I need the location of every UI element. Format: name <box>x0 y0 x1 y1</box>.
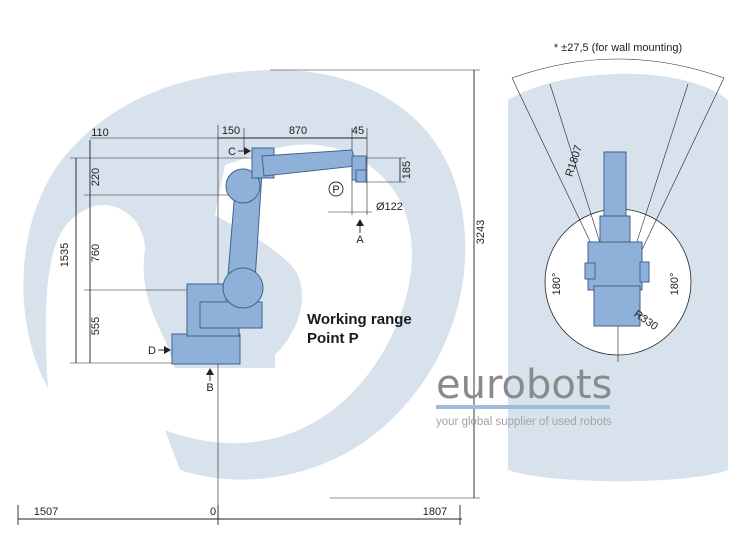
dim-122: Ø122 <box>376 201 403 213</box>
point-p-marker <box>328 181 344 197</box>
point-p-label: P <box>332 184 339 196</box>
dim-1507: 1507 <box>34 506 58 518</box>
angle-180-right-label: 180° <box>669 273 681 296</box>
working-range-title: Working range <box>307 311 412 328</box>
wall-mounting-note: * ±27,5 (for wall mounting) <box>554 42 682 54</box>
marker-d-label: D <box>148 345 156 357</box>
watermark-tagline: your global supplier of used robots <box>436 416 612 428</box>
robot-top-view <box>584 151 650 327</box>
marker-a-label: A <box>356 234 364 246</box>
dim-150: 150 <box>222 125 240 137</box>
dim-555: 555 <box>90 317 102 335</box>
working-range-subtitle: Point P <box>307 330 359 347</box>
dim-45: 45 <box>352 125 364 137</box>
reference-arrows <box>158 147 364 381</box>
side-view-dimension-lines <box>17 69 480 525</box>
dim-1807: 1807 <box>423 506 447 518</box>
angle-180-left-label: 180° <box>551 273 563 296</box>
watermark-rule <box>436 405 610 409</box>
marker-c-label: C <box>228 146 236 158</box>
dim-0: 0 <box>210 506 216 518</box>
robot-side-view <box>171 147 367 365</box>
dim-220: 220 <box>90 168 102 186</box>
dim-110: 110 <box>91 127 109 139</box>
marker-b-label: B <box>206 382 213 394</box>
dim-870: 870 <box>289 125 307 137</box>
dim-760: 760 <box>90 244 102 262</box>
eurobots-watermark: eurobots your global supplier of used ro… <box>436 362 612 428</box>
watermark-brand: eurobots <box>436 362 612 408</box>
dim-1535: 1535 <box>59 243 71 267</box>
dim-3243: 3243 <box>475 220 487 244</box>
dim-185: 185 <box>401 161 413 179</box>
